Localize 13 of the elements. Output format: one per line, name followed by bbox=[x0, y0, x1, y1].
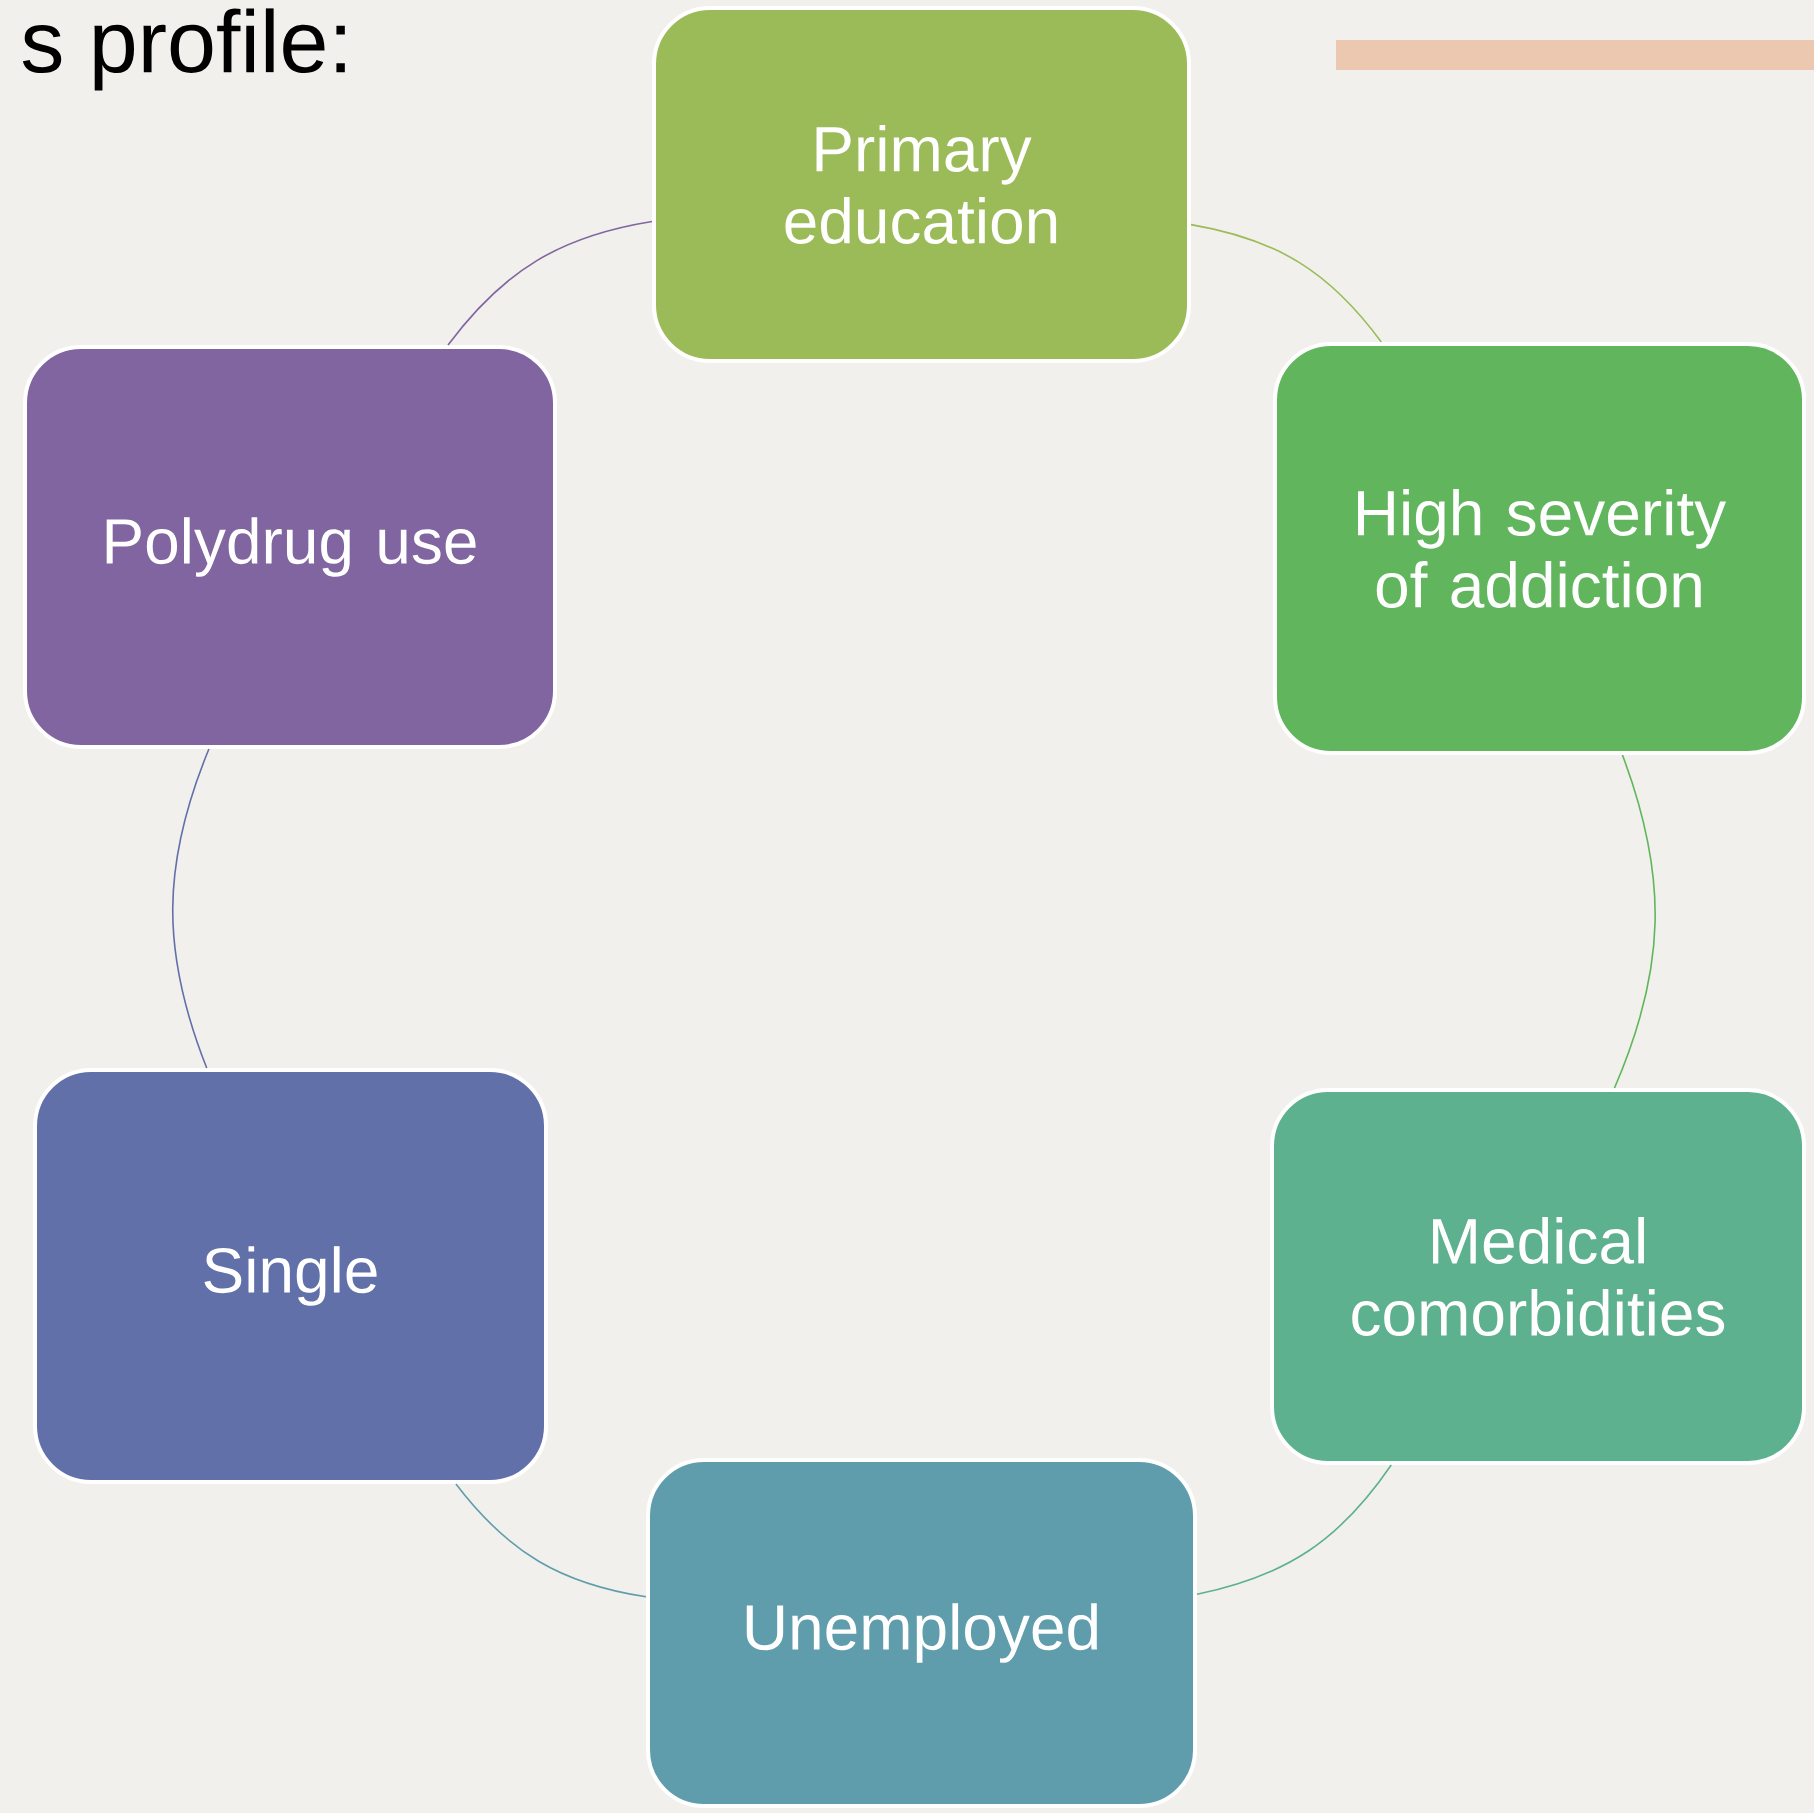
process-box: Single bbox=[33, 1068, 548, 1484]
connector-arc bbox=[1196, 1464, 1393, 1596]
connector-arc bbox=[455, 1483, 647, 1598]
connector-arc bbox=[171, 748, 210, 1069]
process-box: Polydrug use bbox=[23, 345, 557, 749]
title-text: s profile: bbox=[22, 8, 345, 91]
process-box: Medical comorbidities bbox=[1270, 1088, 1806, 1465]
connector-arc bbox=[447, 220, 653, 346]
connector-arc bbox=[1190, 223, 1383, 343]
connector-arc bbox=[1613, 754, 1656, 1089]
process-box: Primary education bbox=[652, 6, 1191, 363]
process-box: Unemployed bbox=[646, 1458, 1197, 1808]
process-box: High severity of addiction bbox=[1273, 342, 1806, 755]
